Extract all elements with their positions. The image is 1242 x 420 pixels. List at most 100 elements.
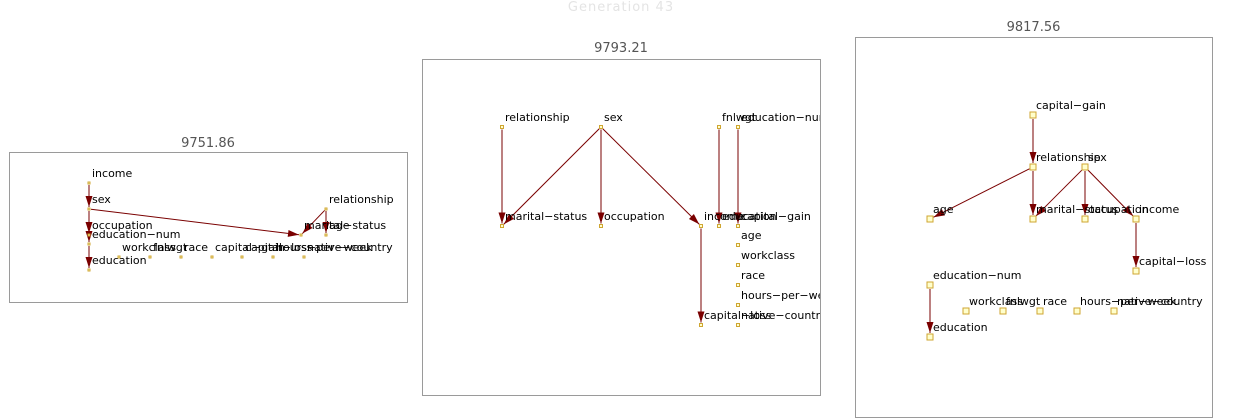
- arrowhead: [498, 212, 506, 224]
- node-capital-loss: [240, 255, 244, 259]
- node-label-capital-gain: capital−gain: [1036, 99, 1106, 112]
- node-education-num: [736, 125, 740, 129]
- arrowhead: [715, 212, 723, 224]
- node-age: [736, 243, 740, 247]
- node-label-education-num: education−num: [92, 228, 180, 241]
- node-label-capital-loss: capital−loss: [1139, 255, 1207, 268]
- node-fnlwgt: [148, 255, 152, 259]
- edge-sex-to-marital-status: [90, 208, 300, 236]
- arrowhead: [302, 223, 313, 234]
- node-occupation: [1081, 215, 1089, 223]
- node-label-education-num: education−num: [741, 111, 829, 124]
- node-education-num: [926, 281, 934, 289]
- node-label-relationship: relationship: [329, 193, 394, 206]
- panel-3-frame: [855, 37, 1213, 418]
- node-fnlwgt: [999, 307, 1007, 315]
- arrowhead: [322, 222, 330, 233]
- node-label-capital-loss: capital−loss: [245, 241, 313, 254]
- node-label-workclass: workclass: [122, 241, 176, 254]
- node-education: [926, 333, 934, 341]
- node-label-hours-per-week: hours−per−week: [276, 241, 373, 254]
- edge-relationship-to-age: [933, 168, 1030, 218]
- node-label-native-country: native−country: [1117, 295, 1203, 308]
- node-label-native-country: native−country: [741, 309, 827, 322]
- node-label-relationship: relationship: [1036, 151, 1101, 164]
- node-occupation: [87, 233, 91, 237]
- arrowhead: [926, 322, 934, 333]
- node-capital-gain: [1029, 111, 1037, 119]
- node-sex: [87, 207, 91, 211]
- node-education-num: [87, 242, 91, 246]
- node-race: [736, 283, 740, 287]
- panel-3-score: 9817.56: [1006, 20, 1061, 35]
- node-label-income: income: [704, 210, 745, 223]
- node-hours-per-week: [271, 255, 275, 259]
- node-label-occupation: occupation: [1088, 203, 1149, 216]
- arrowhead: [1029, 152, 1037, 163]
- edge-sex-to-income: [602, 128, 700, 225]
- panel-1-score: 9751.86: [181, 136, 235, 151]
- node-native-country: [736, 323, 740, 327]
- node-relationship: [324, 207, 328, 211]
- node-workclass: [117, 255, 121, 259]
- node-label-age: age: [329, 219, 350, 232]
- node-label-age: age: [933, 203, 954, 216]
- node-capital-gain: [736, 224, 740, 228]
- node-label-sex: sex: [604, 111, 623, 124]
- arrowhead: [85, 257, 93, 268]
- panel-2-frame: [422, 59, 821, 396]
- node-label-workclass: workclass: [969, 295, 1023, 308]
- node-label-fnlwgt: fnlwgt: [153, 241, 188, 254]
- node-workclass: [736, 263, 740, 267]
- node-label-capital-gain: capital−gain: [741, 210, 811, 223]
- node-capital-gain: [210, 255, 214, 259]
- arrowhead: [1029, 204, 1037, 215]
- node-label-hours-per-week: hours−per−week: [741, 289, 838, 302]
- node-label-hours-per-week: hours−per−week: [1080, 295, 1177, 308]
- node-sex: [599, 125, 603, 129]
- node-label-native-country: native−country: [307, 241, 393, 254]
- node-income: [87, 181, 91, 185]
- node-label-capital-loss: capital−loss: [704, 309, 772, 322]
- node-fnlwgt: [717, 125, 721, 129]
- node-education: [717, 224, 721, 228]
- node-label-sex: sex: [92, 193, 111, 206]
- node-native-country: [302, 255, 306, 259]
- node-marital-status: [1029, 215, 1037, 223]
- node-native-country: [1110, 307, 1118, 315]
- node-label-capital-gain: capital−gain: [215, 241, 285, 254]
- node-income: [699, 224, 703, 228]
- arrowhead: [688, 214, 700, 225]
- arrowhead: [697, 311, 705, 323]
- node-marital-status: [500, 224, 504, 228]
- panel-1-frame: [9, 152, 408, 303]
- node-label-education: education: [933, 321, 988, 334]
- node-income: [1132, 215, 1140, 223]
- node-education: [87, 268, 91, 272]
- arrowhead: [85, 222, 93, 233]
- node-sex: [1081, 163, 1089, 171]
- node-label-workclass: workclass: [741, 249, 795, 262]
- node-label-age: age: [741, 229, 762, 242]
- node-occupation: [599, 224, 603, 228]
- node-label-fnlwgt: fnlwgt: [722, 111, 757, 124]
- node-hours-per-week: [736, 303, 740, 307]
- node-label-fnlwgt: fnlwgt: [1006, 295, 1041, 308]
- node-workclass: [962, 307, 970, 315]
- node-label-marital-status: marital−status: [1036, 203, 1118, 216]
- node-label-occupation: occupation: [92, 219, 153, 232]
- node-label-education: education: [92, 254, 147, 267]
- generation-title: Generation 43: [567, 0, 675, 15]
- node-relationship: [500, 125, 504, 129]
- node-relationship: [1029, 163, 1037, 171]
- edge-sex-to-marital-status: [503, 128, 600, 225]
- node-label-occupation: occupation: [604, 210, 665, 223]
- node-label-race: race: [184, 241, 208, 254]
- node-label-education: education: [722, 210, 777, 223]
- node-label-race: race: [741, 269, 765, 282]
- node-race: [179, 255, 183, 259]
- arrowhead: [1081, 204, 1089, 215]
- node-label-relationship: relationship: [505, 111, 570, 124]
